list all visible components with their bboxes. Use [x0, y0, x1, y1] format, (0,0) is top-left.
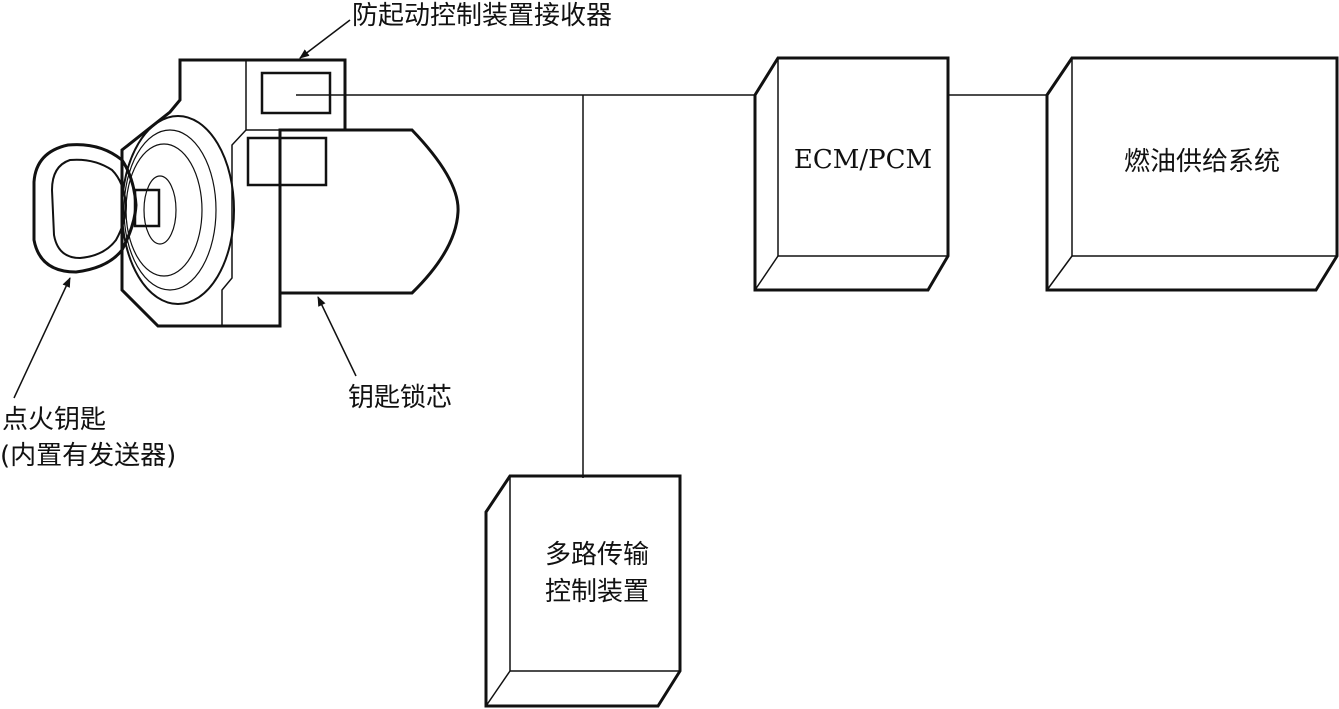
receiver-module: [260, 71, 332, 115]
lock-cylinder-body: [280, 128, 460, 295]
fuel-system-label: 燃油供给系统: [1124, 147, 1280, 177]
fuel-system-box: 燃油供给系统: [1045, 56, 1339, 292]
mux-label-line2: 控制装置: [545, 577, 649, 607]
receiver-leader-arrow: [299, 19, 351, 59]
key-blade: [133, 188, 161, 228]
ignition-key-label-line2: (内置有发送器): [0, 441, 176, 471]
mux-control-box: 多路传输 控制装置: [484, 474, 682, 708]
cylinder-leader-arrow: [317, 296, 357, 377]
ecm-pcm-label: ECM/PCM: [794, 145, 932, 175]
ignition-switch-assembly: [32, 58, 460, 328]
inner-module: [246, 136, 328, 187]
lock-cylinder-label: 钥匙锁芯: [348, 383, 452, 413]
switch-housing: [120, 58, 347, 328]
key-leader-arrow: [13, 277, 71, 399]
receiver-label: 防起动控制装置接收器: [352, 1, 612, 31]
mux-label-line1: 多路传输: [545, 540, 649, 570]
ecm-pcm-box: ECM/PCM: [753, 56, 950, 292]
ignition-key: [32, 143, 138, 274]
ignition-key-label-line1: 点火钥匙: [2, 405, 106, 435]
